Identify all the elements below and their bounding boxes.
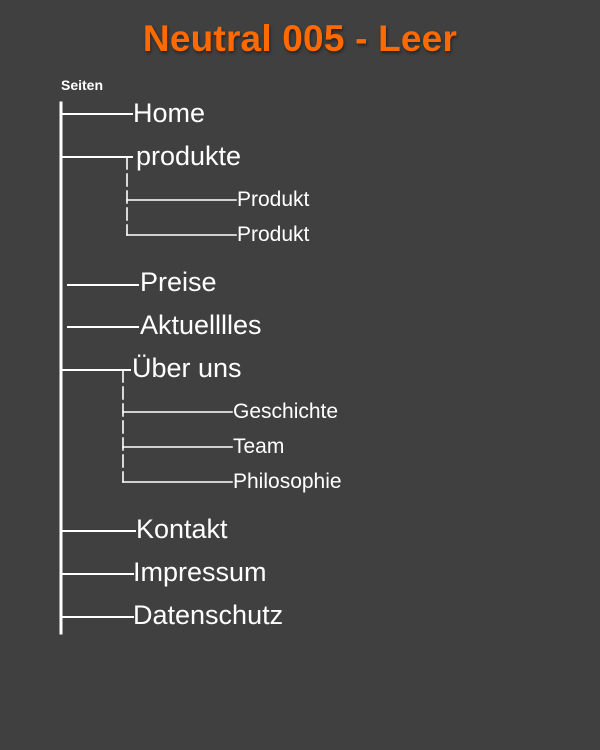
page-home: Home <box>133 98 206 128</box>
page-geschichte: Geschichte <box>233 400 339 423</box>
page-philosophie: Philosophie <box>233 470 342 493</box>
page-produkte: produkte <box>136 141 242 171</box>
page-ueber-uns: Über uns <box>132 353 242 383</box>
page-datenschutz: Datenschutz <box>133 600 284 630</box>
page-aktuelles: Aktuelllles <box>140 310 262 340</box>
page-kontakt: Kontakt <box>136 514 228 544</box>
page-produkt-2: Produkt <box>237 223 310 246</box>
page-produkt-1: Produkt <box>237 188 310 211</box>
page-preise: Preise <box>140 267 217 297</box>
page-title: Neutral 005 - Leer <box>142 18 458 59</box>
page-impressum: Impressum <box>133 557 267 587</box>
root-label: Seiten <box>61 77 104 93</box>
page-team: Team <box>233 435 285 458</box>
